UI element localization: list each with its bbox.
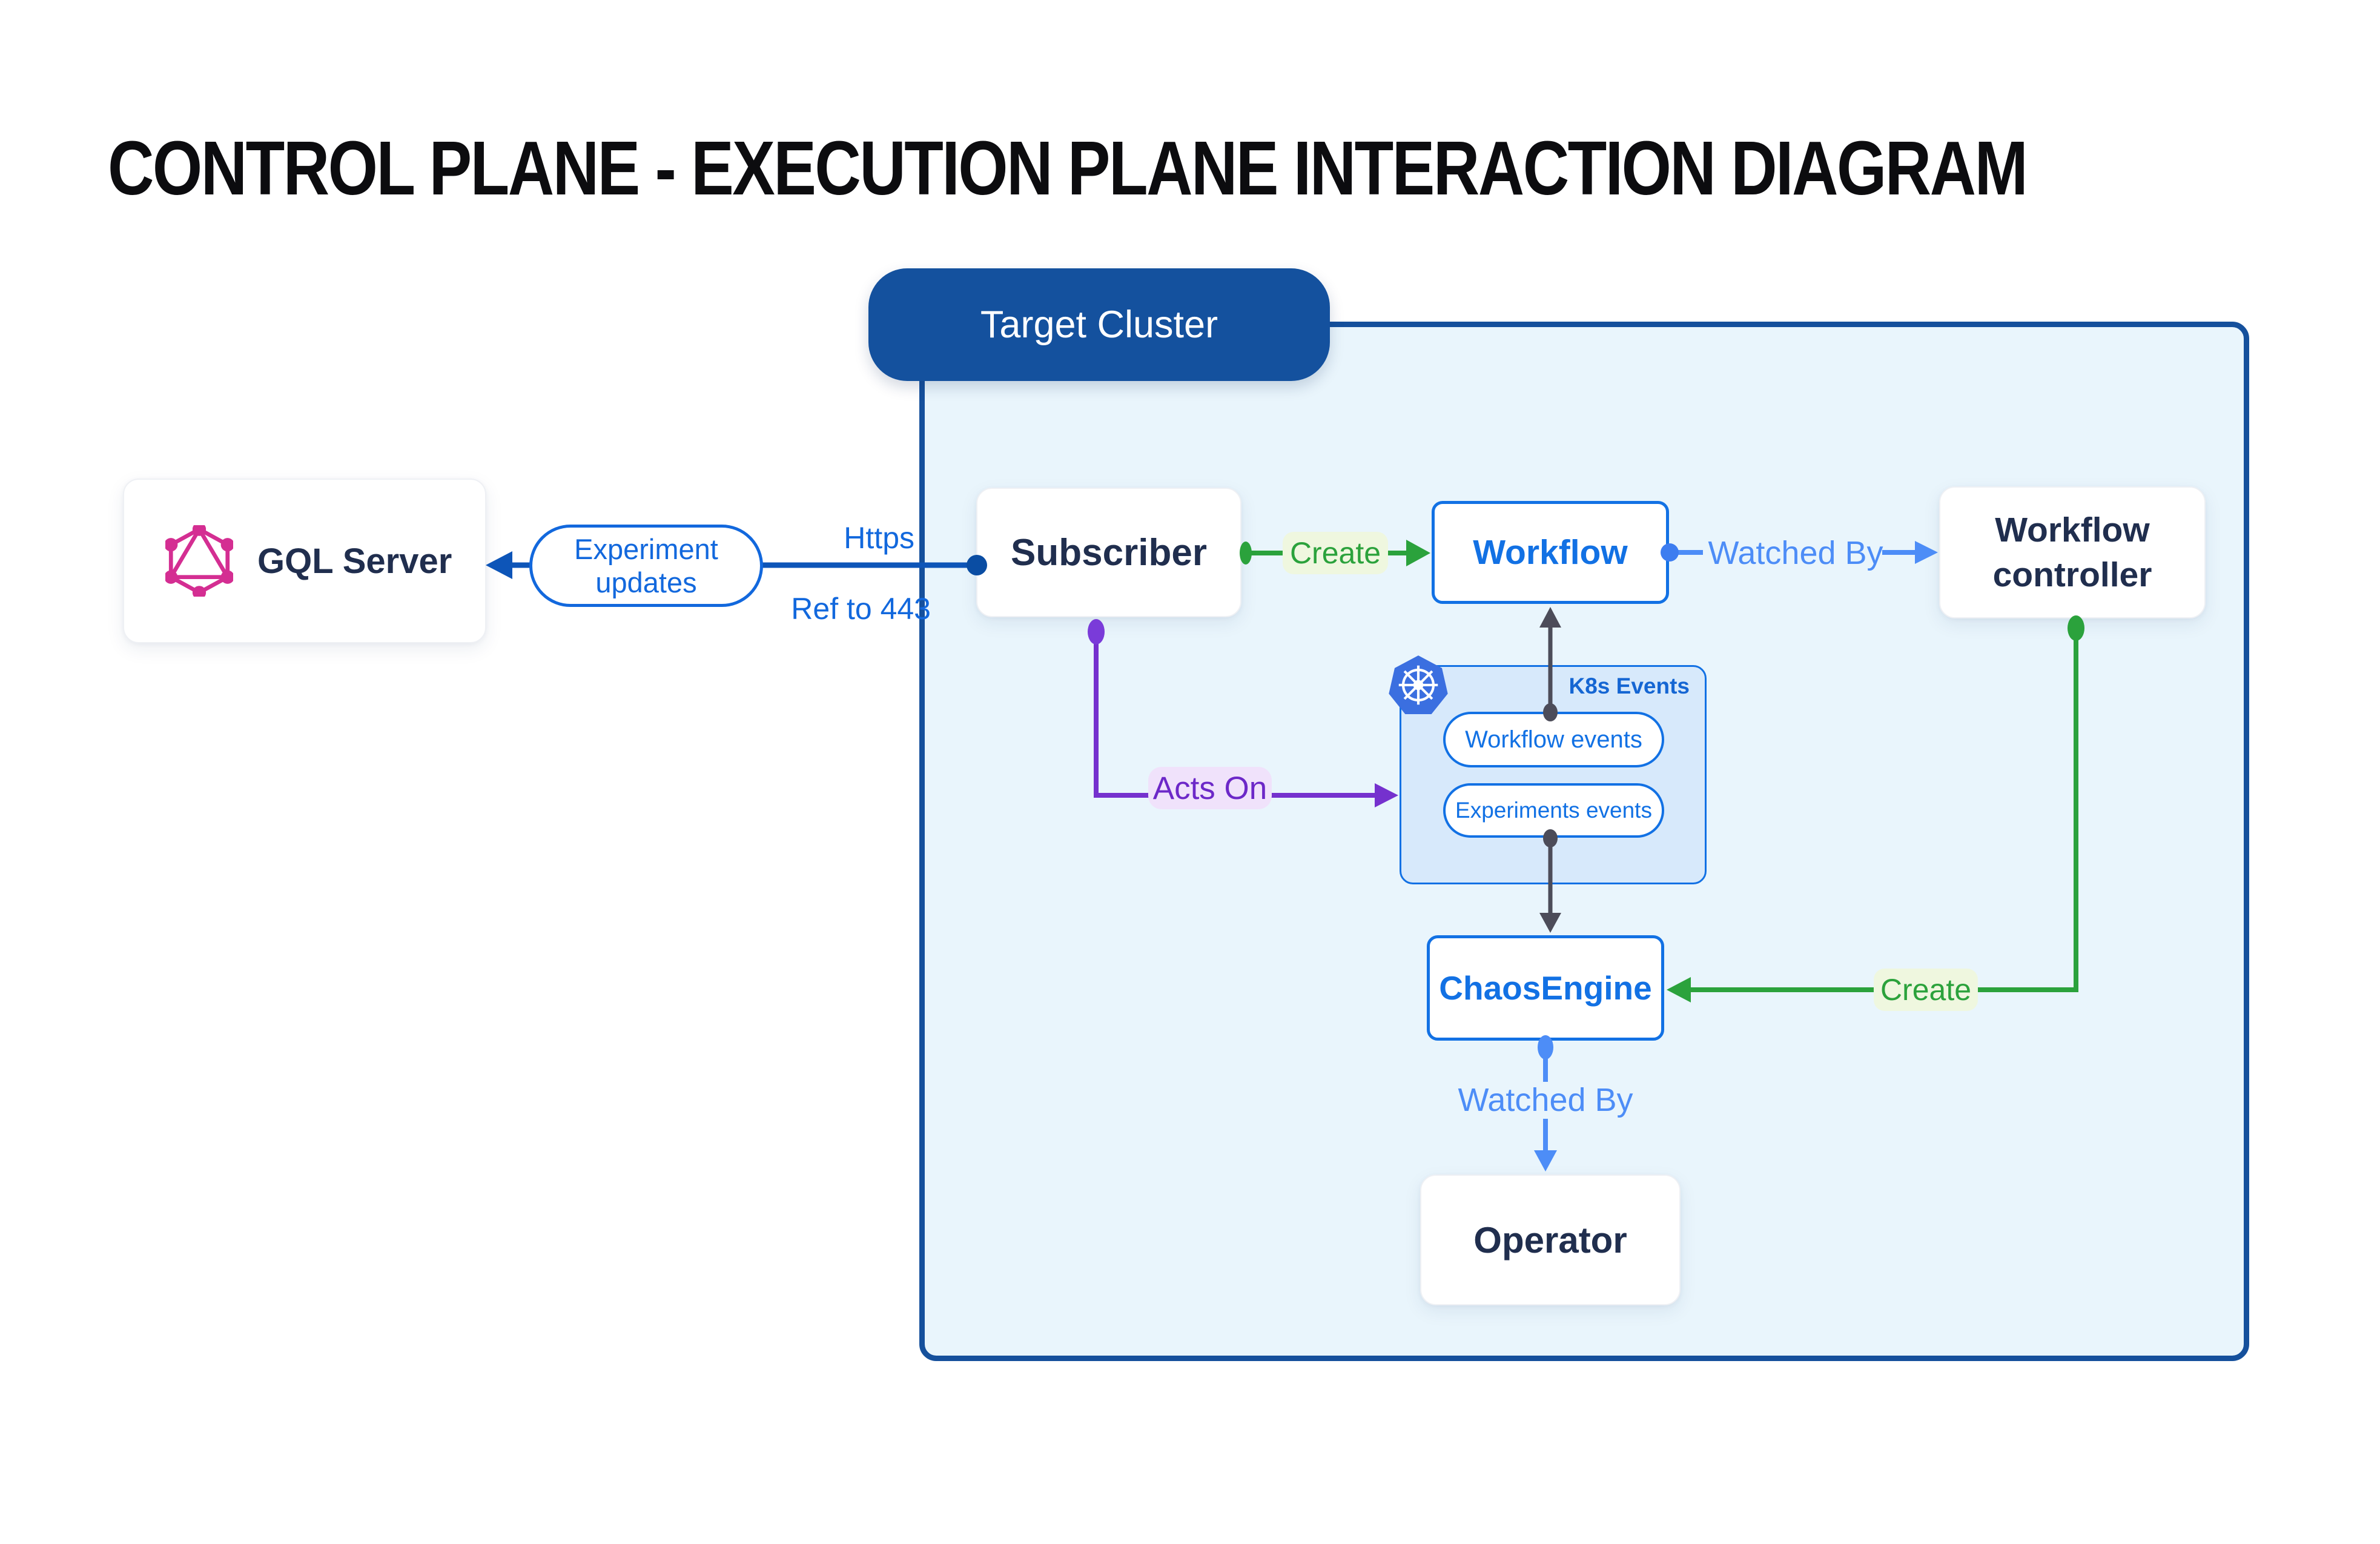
kubernetes-icon <box>1389 655 1448 715</box>
gql-server-label: GQL Server <box>257 541 452 581</box>
operator-label: Operator <box>1473 1219 1627 1261</box>
arrowhead-into-workflow <box>1406 540 1430 566</box>
target-cluster-label: Target Cluster <box>980 303 1218 346</box>
page-title: CONTROL PLANE - EXECUTION PLANE INTERACT… <box>108 125 2028 211</box>
arrowhead-into-workflow-controller <box>1915 541 1938 564</box>
acts-on-label: Acts On <box>1148 767 1272 809</box>
dot-chaosengine-bottom <box>1538 1035 1553 1059</box>
target-cluster-pill: Target Cluster <box>868 268 1330 381</box>
dot-workflow-right <box>1661 543 1679 562</box>
watched-by-operator-label: Watched By <box>1458 1082 1633 1118</box>
dot-subscriber-left <box>967 555 987 575</box>
experiment-updates-label: Experiment updates <box>574 532 718 598</box>
arrowhead-up-into-workflow <box>1539 607 1561 628</box>
workflow-node: Workflow <box>1432 501 1669 604</box>
acts-on-elbow-line <box>1094 637 1388 798</box>
gql-server-node: GQL Server <box>123 479 486 643</box>
https-label: Https <box>844 521 914 555</box>
experiments-events-label: Experiments events <box>1455 798 1652 823</box>
k8s-events-group-box <box>1400 665 1707 884</box>
arrowhead-acts-on-into-k8s-events <box>1375 783 1398 807</box>
arrowhead-into-gql-server <box>486 551 512 579</box>
k8s-events-title: K8s Events <box>1568 674 1690 698</box>
workflow-controller-label: Workflow controller <box>1992 510 2152 594</box>
dot-workflow-events-top <box>1543 703 1558 721</box>
dot-experiments-events-bottom <box>1543 829 1558 847</box>
arrowhead-into-operator <box>1534 1150 1557 1171</box>
dot-create-start <box>1240 542 1252 565</box>
create-chaosengine-elbow-line <box>1679 633 2078 992</box>
workflow-events-label: Workflow events <box>1465 726 1642 753</box>
chaosengine-label: ChaosEngine <box>1439 969 1652 1007</box>
workflow-label: Workflow <box>1473 533 1628 572</box>
dot-workflow-controller-bottom <box>2068 615 2084 641</box>
create-chaosengine-label: Create <box>1874 969 1978 1011</box>
workflow-controller-node: Workflow controller <box>1939 486 2206 618</box>
subscriber-label: Subscriber <box>1011 531 1207 574</box>
operator-node: Operator <box>1420 1175 1681 1305</box>
ref-to-443-label: Ref to 443 <box>791 592 931 626</box>
subscriber-node: Subscriber <box>976 488 1241 617</box>
dot-subscriber-bottom <box>1088 619 1105 644</box>
chaosengine-node: ChaosEngine <box>1427 935 1664 1041</box>
arrowhead-into-chaosengine <box>1667 977 1691 1002</box>
create-workflow-label: Create <box>1283 532 1388 574</box>
experiment-updates-pill: Experiment updates <box>529 525 763 607</box>
graphql-icon <box>165 525 233 597</box>
arrowhead-down-into-chaosengine <box>1539 913 1561 933</box>
watched-by-workflow-label: Watched By <box>1708 535 1883 571</box>
workflow-events-pill: Workflow events <box>1443 712 1664 767</box>
